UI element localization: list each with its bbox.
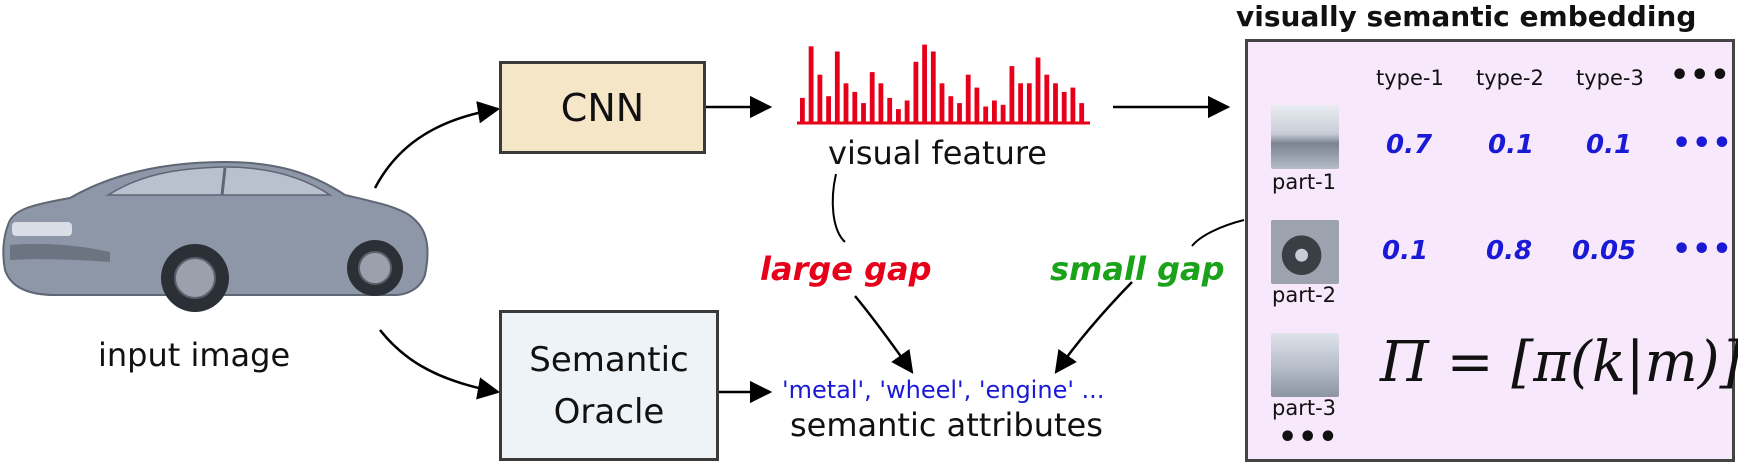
matrix-cell-1-3: 0.1 <box>1586 130 1633 160</box>
matrix-row-1-ellipsis: ••• <box>1672 126 1733 161</box>
matrix-cell-1-1: 0.7 <box>1386 130 1433 160</box>
feature-bar <box>843 83 849 122</box>
cnn-box: CNN <box>499 61 706 154</box>
matrix-row-2-ellipsis: ••• <box>1672 232 1733 267</box>
semantic-attribute-values: 'metal', 'wheel', 'engine' ... <box>782 376 1105 404</box>
feature-bar <box>1000 104 1006 122</box>
feature-bar <box>1070 87 1076 122</box>
matrix-cell-1-2: 0.1 <box>1488 130 1535 160</box>
feature-bar <box>861 103 866 122</box>
matrix-cell-2-3: 0.05 <box>1572 236 1637 266</box>
feature-bar <box>817 74 823 122</box>
feature-bar <box>1044 74 1050 122</box>
car-image <box>2 160 429 312</box>
type-ellipsis: ••• <box>1670 58 1731 93</box>
feature-bar <box>922 44 927 122</box>
feature-bar <box>930 51 936 122</box>
matrix-cell-2-1: 0.1 <box>1382 236 1429 266</box>
feature-bar <box>904 100 910 122</box>
feature-bar <box>992 100 997 122</box>
feature-bar <box>957 103 962 122</box>
feature-bar <box>878 83 884 122</box>
arrow-small-gap-to-attributes <box>1054 281 1133 374</box>
pi-formula: Π = [π(k|m)] <box>1380 330 1738 395</box>
feature-bar <box>913 61 919 122</box>
part-1-thumbnail <box>1271 105 1339 169</box>
feature-bar <box>1035 57 1041 122</box>
feature-bar <box>1079 103 1085 122</box>
part-ellipsis: ••• <box>1278 420 1339 455</box>
feature-bar <box>1061 91 1067 122</box>
semantic-oracle-box: Semantic Oracle <box>499 310 719 461</box>
feature-bar <box>896 109 901 122</box>
feature-bar <box>974 87 980 122</box>
feature-bar <box>887 97 893 122</box>
feature-bar <box>834 51 840 122</box>
arrow-image-to-oracle <box>379 329 501 400</box>
visual-feature-histogram <box>800 44 1085 122</box>
feature-bar <box>869 72 875 122</box>
semantic-attributes-label: semantic attributes <box>790 406 1103 444</box>
visual-feature-label: visual feature <box>828 134 1047 172</box>
feature-bar <box>1009 66 1015 122</box>
oracle-label-line2: Oracle <box>553 391 665 432</box>
type-header-3: type-3 <box>1576 66 1644 90</box>
feature-bar <box>808 46 814 122</box>
part-3-thumbnail <box>1271 333 1339 397</box>
small-gap-label: small gap <box>1050 250 1225 288</box>
part-label-1: part-1 <box>1272 170 1337 194</box>
feature-bar <box>826 96 831 122</box>
matrix-cell-2-2: 0.8 <box>1486 236 1533 266</box>
part-2-thumbnail <box>1271 220 1339 284</box>
feature-bar <box>852 91 858 122</box>
cnn-label: CNN <box>560 85 645 130</box>
arrow-image-to-cnn <box>373 101 501 189</box>
input-image-label: input image <box>98 336 291 374</box>
feature-bar <box>1053 83 1058 122</box>
feature-bar <box>983 106 989 122</box>
large-gap-label: large gap <box>760 250 932 288</box>
arrow-large-gap-to-attributes <box>854 295 914 374</box>
type-header-1: type-1 <box>1376 66 1444 90</box>
part-label-3: part-3 <box>1272 396 1337 420</box>
line-feature-to-large-gap <box>831 173 846 243</box>
type-header-2: type-2 <box>1476 66 1544 90</box>
feature-bar <box>1018 83 1023 122</box>
feature-bar <box>965 74 971 122</box>
part-label-2: part-2 <box>1272 283 1337 307</box>
oracle-label-line1: Semantic <box>529 339 689 380</box>
feature-bar <box>939 83 945 122</box>
line-embedding-to-small-gap <box>1191 219 1245 247</box>
embedding-title: visually semantic embedding <box>1236 0 1697 33</box>
feature-bar <box>1026 83 1032 122</box>
feature-bar <box>800 97 805 122</box>
feature-bar <box>948 96 954 122</box>
